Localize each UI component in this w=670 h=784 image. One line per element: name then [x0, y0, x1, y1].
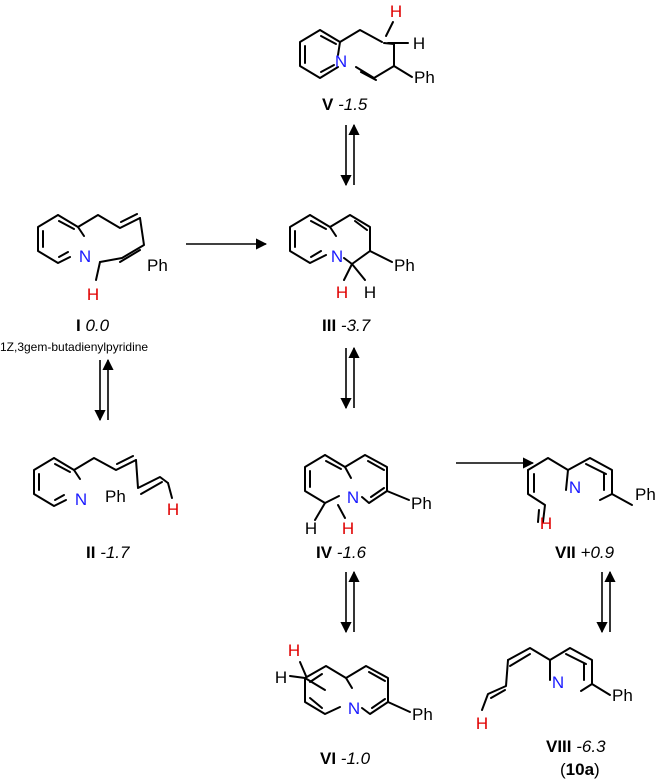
equilibrium-v-iii [340, 123, 360, 187]
structure-i: N H Ph [37, 213, 168, 304]
equilibrium-i-ii [94, 358, 114, 422]
hydrogen-atom-red: H [336, 283, 348, 302]
phenyl-label: Ph [105, 487, 126, 506]
hydrogen-atom-red: H [87, 285, 99, 304]
structure-iv: N H H Ph [304, 454, 432, 538]
nitrogen-atom: N [552, 673, 564, 692]
nitrogen-atom: N [348, 699, 360, 718]
label-iv: IV -1.6 [316, 543, 367, 562]
hydrogen-atom-red: H [390, 2, 402, 21]
hydrogen-atom-red: H [342, 519, 354, 538]
phenyl-label: Ph [394, 256, 415, 275]
label-viii: VIII -6.3 [546, 737, 606, 756]
hydrogen-atom-red: H [288, 641, 300, 660]
hydrogen-atom-red: H [476, 714, 488, 733]
nitrogen-atom: N [569, 478, 581, 497]
equilibrium-iv-vi [340, 570, 360, 634]
hydrogen-atom: H [275, 668, 287, 687]
label-vi: VI -1.0 [320, 749, 371, 768]
label-v: V -1.5 [322, 95, 368, 114]
phenyl-label: Ph [414, 68, 435, 87]
label-vii: VII +0.9 [555, 543, 615, 562]
structure-viii: N H Ph [476, 647, 633, 733]
label-ii: II -1.7 [86, 543, 130, 562]
compound-label-10a: (10a) [560, 760, 600, 779]
label-iii: III -3.7 [322, 316, 371, 335]
hydrogen-atom-red: H [540, 514, 552, 533]
nitrogen-atom: N [331, 247, 343, 266]
nitrogen-atom: N [347, 488, 359, 507]
phenyl-label: Ph [612, 686, 633, 705]
structure-iii: N H H Ph [289, 214, 415, 302]
structure-vii: N H Ph [527, 457, 656, 533]
nitrogen-atom: N [79, 247, 91, 266]
hydrogen-atom: H [305, 519, 317, 538]
structure-vi: N H H Ph [275, 641, 433, 724]
hydrogen-atom: H [413, 34, 425, 53]
hydrogen-atom-red: H [167, 500, 179, 519]
phenyl-label: Ph [411, 494, 432, 513]
equilibrium-iii-iv [340, 346, 360, 410]
phenyl-label: Ph [635, 485, 656, 504]
label-i: I 0.0 [76, 316, 110, 335]
structure-v: N H H Ph [299, 2, 435, 87]
equilibrium-vii-viii [596, 570, 616, 634]
structure-ii: N Ph H [33, 455, 179, 519]
label-i-note: 1Z,3gem-butadienylpyridine [0, 340, 148, 354]
nitrogen-atom: N [75, 490, 87, 509]
hydrogen-atom: H [364, 283, 376, 302]
phenyl-label: Ph [412, 705, 433, 724]
nitrogen-atom: N [335, 52, 347, 71]
phenyl-label: Ph [147, 256, 168, 275]
